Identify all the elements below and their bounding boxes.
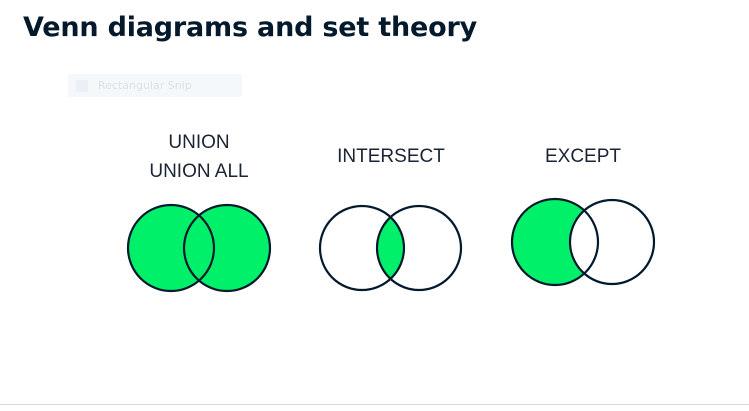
union-label-line-2: UNION ALL <box>149 161 249 182</box>
snip-toolbar-ghost: Rectangular Snip <box>68 74 242 97</box>
intersect-circle-right <box>375 204 463 292</box>
union-label-line-1: UNION <box>168 132 230 153</box>
union-circle-right-fill <box>184 205 270 291</box>
except-circle-left <box>510 197 600 287</box>
except-overlap-mask <box>570 200 654 284</box>
venn-intersect <box>318 204 463 292</box>
intersect-circle-left <box>318 204 406 292</box>
page-title: Venn diagrams and set theory <box>23 12 478 43</box>
except-label-line-1: EXCEPT <box>544 146 622 167</box>
intersect-label-line-1: INTERSECT <box>337 146 445 167</box>
union-circle-left <box>126 203 216 293</box>
union-circle-right <box>182 203 272 293</box>
bottom-divider <box>0 404 749 405</box>
except-label: EXCEPT <box>503 142 663 171</box>
intersect-label: INTERSECT <box>311 142 471 171</box>
venn-union <box>126 203 272 293</box>
venn-except <box>510 197 656 287</box>
snip-label: Rectangular Snip <box>98 79 192 92</box>
union-label: UNION UNION ALL <box>119 128 279 186</box>
snip-icon <box>76 79 88 92</box>
except-circle-right <box>568 198 656 286</box>
